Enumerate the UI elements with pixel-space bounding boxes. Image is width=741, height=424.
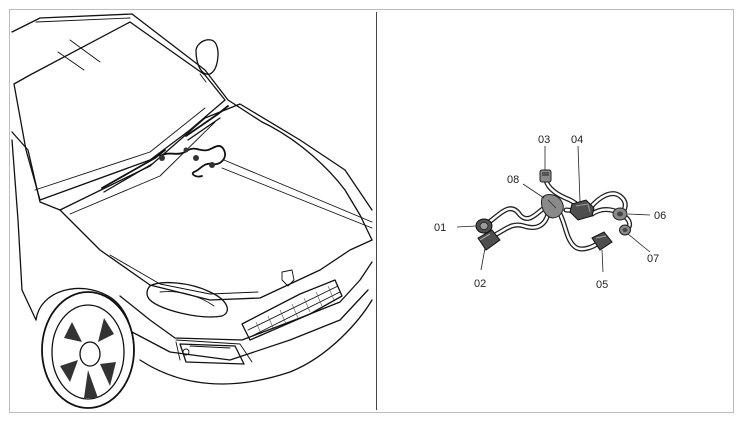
harness-detail: 01 02 03 04 05 06 07 08	[434, 134, 666, 291]
connector-02	[477, 229, 501, 251]
connector-07	[619, 224, 631, 236]
harness-on-car	[159, 145, 226, 178]
connector-05	[591, 231, 613, 251]
car-illustration	[11, 13, 373, 409]
connector-04	[569, 199, 595, 221]
connector-03	[539, 169, 552, 183]
detail-pointer	[223, 159, 373, 223]
callout-04: 04	[571, 134, 583, 146]
callout-08: 08	[507, 174, 519, 186]
front-wheel	[41, 291, 135, 409]
connector-08	[541, 194, 564, 219]
callout-07: 07	[647, 253, 659, 265]
callout-03: 03	[538, 134, 550, 146]
porsche-crest	[281, 269, 295, 287]
figure-frame	[9, 9, 734, 413]
callout-01: 01	[434, 222, 446, 234]
connector-06	[612, 207, 628, 221]
callout-05: 05	[596, 279, 608, 291]
callout-06: 06	[654, 210, 666, 222]
callout-02: 02	[474, 278, 486, 290]
